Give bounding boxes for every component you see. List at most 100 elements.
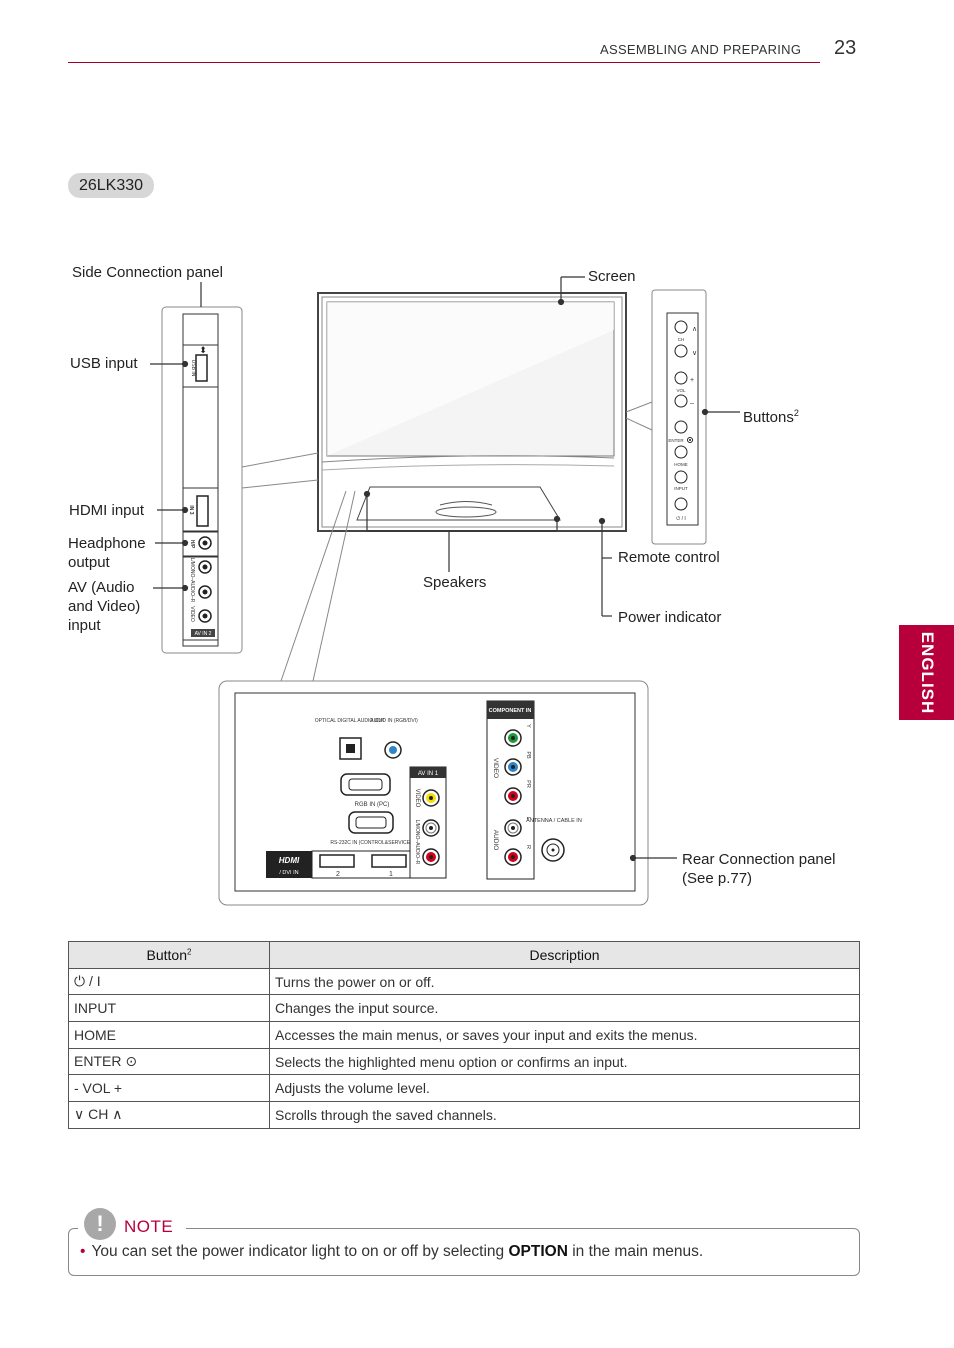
ch-text: CH [678, 337, 685, 342]
label-buttons-text: Buttons [743, 409, 794, 426]
col-header-button: Button2 [68, 941, 270, 969]
table-row: ∨ CH ∧ Scrolls through the saved channel… [68, 1101, 860, 1129]
table-row: HOME Accesses the main menus, or saves y… [68, 1021, 860, 1049]
side-connection-panel: USB IN ⬍ IN 3 H/P L/MONO–AUDIO–R VIDEO A… [161, 306, 243, 654]
label-buttons: Buttons2 [743, 404, 799, 427]
label-av-line2: and Video) [68, 598, 141, 615]
label-rear-line1: Rear Connection panel [682, 851, 836, 868]
table-cell-button: ⏻ / I [68, 967, 270, 996]
label-headphone-line2: output [68, 554, 110, 571]
buttons-panel: ∧ CH ∨ + VOL – ENTER HOME INPUT ⏻ / I [651, 289, 707, 545]
table-row: ⏻ / I Turns the power on or off. [68, 967, 860, 996]
svg-text:∨: ∨ [692, 350, 697, 357]
dvi-in-text: / DVI IN [279, 870, 298, 876]
pr-text: PR [525, 780, 531, 788]
tv-diagram: USB IN ⬍ IN 3 H/P L/MONO–AUDIO–R VIDEO A… [150, 276, 740, 906]
antenna-text: ANTENNA / CABLE IN [526, 818, 582, 824]
label-usb-input: USB input [70, 355, 138, 372]
label-rear-line2: (See p.77) [682, 870, 753, 887]
av-in2-text: AV IN 2 [195, 631, 212, 637]
audio-in-rgb-text: AUDIO IN (RGB/DVI) [370, 718, 418, 724]
hdmi-logo: HDMI [279, 856, 300, 865]
r-text: R [525, 845, 531, 849]
table-row: - VOL + Adjusts the volume level. [68, 1074, 860, 1103]
warning-icon: ! [84, 1208, 116, 1240]
side-audio-text: L/MONO–AUDIO–R [189, 558, 195, 603]
label-screen: Screen [588, 268, 636, 285]
col-header-button-text: Button [146, 946, 188, 963]
usb-in-text: USB IN [190, 360, 196, 377]
note-box [68, 1228, 860, 1276]
tv-illustration [317, 292, 627, 532]
note-title: NOTE [124, 1217, 174, 1236]
y-text: Y [525, 724, 531, 728]
page-number: 23 [834, 37, 857, 59]
label-av-line1: AV (Audio [68, 579, 135, 596]
note-text-after: in the main menus. [567, 1243, 704, 1260]
label-speakers: Speakers [423, 574, 487, 591]
button-table: Button2 Description ⏻ / I Turns the powe… [68, 941, 860, 1129]
note-text-before: You can set the power indicator light to… [91, 1243, 509, 1260]
note-text: • You can set the power indicator light t… [80, 1243, 703, 1261]
col-header-button-sup: 2 [187, 947, 192, 957]
hp-text: H/P [189, 540, 195, 549]
enter-text: ENTER [668, 438, 684, 443]
side-video-text: VIDEO [189, 606, 195, 622]
table-header-row: Button2 Description [68, 941, 860, 969]
label-buttons-sup: 2 [793, 408, 799, 418]
optical-text: OPTICAL DIGITAL AUDIO OUT [315, 718, 385, 724]
header-rule [68, 62, 820, 63]
vol-text: VOL [676, 388, 686, 393]
av-in1-text: AV IN 1 [418, 771, 439, 777]
label-av-input: AV (Audio and Video) input [68, 578, 140, 635]
home-text: HOME [674, 462, 688, 467]
table-row: ENTER ⊙ Selects the highlighted menu opt… [68, 1047, 860, 1076]
vol-minus-text: – [690, 400, 694, 407]
label-av-line3: input [68, 617, 101, 634]
component-video-text: VIDEO [492, 758, 499, 778]
model-badge: 26LK330 [68, 173, 154, 198]
svg-text:⬍: ⬍ [199, 345, 207, 355]
note-bullet: • [80, 1243, 86, 1260]
rs232c-text: RS-232C IN (CONTROL&SERVICE) [330, 840, 412, 846]
hdmi-port2-text: 2 [336, 871, 340, 878]
table-cell-button: ENTER ⊙ [68, 1047, 270, 1076]
note-text-option: OPTION [508, 1243, 568, 1260]
table-cell-button: INPUT [68, 994, 270, 1023]
table-cell-description: Changes the input source. [269, 994, 860, 1023]
svg-text:∧: ∧ [692, 326, 697, 333]
table-row: INPUT Changes the input source. [68, 994, 860, 1023]
rear-connection-panel: OPTICAL DIGITAL AUDIO OUT AUDIO IN (RGB/… [218, 680, 649, 906]
section-title: ASSEMBLING AND PREPARING [600, 42, 802, 57]
language-tab: ENGLISH [899, 625, 954, 720]
label-headphone-line1: Headphone [68, 535, 146, 552]
av-video-text: VIDEO [414, 789, 420, 808]
label-hdmi-input: HDMI input [69, 502, 145, 519]
power-text: ⏻ / I [676, 516, 686, 522]
l-text: L [525, 816, 531, 819]
pb-text: PB [525, 751, 531, 759]
rgb-in-text: RGB IN (PC) [355, 802, 390, 808]
table-cell-description: Selects the highlighted menu option or c… [269, 1047, 860, 1076]
component-in-text: COMPONENT IN [489, 708, 532, 714]
component-audio-text: AUDIO [492, 830, 499, 851]
vol-plus-text: + [690, 377, 694, 384]
label-remote-control: Remote control [618, 549, 720, 566]
table-cell-button: ∨ CH ∧ [68, 1101, 270, 1129]
label-power-indicator: Power indicator [618, 609, 722, 626]
table-cell-button: HOME [68, 1021, 270, 1049]
hdmi-port1-text: 1 [389, 871, 393, 878]
av-audio-text: L/MONO–AUDIO–R [414, 820, 420, 865]
table-cell-description: Accesses the main menus, or saves your i… [269, 1021, 860, 1049]
table-cell-button: - VOL + [68, 1074, 270, 1103]
hdmi-in3-text: IN 3 [188, 505, 194, 514]
input-text: INPUT [674, 486, 688, 491]
label-rear-connection-panel: Rear Connection panel (See p.77) [682, 850, 835, 888]
label-headphone: Headphone output [68, 534, 146, 572]
col-header-description: Description [269, 941, 860, 969]
label-side-connection-panel: Side Connection panel [72, 264, 223, 281]
leader-lines [150, 276, 740, 862]
table-cell-description: Adjusts the volume level. [269, 1074, 860, 1103]
table-cell-description: Turns the power on or off. [269, 967, 860, 996]
table-cell-description: Scrolls through the saved channels. [269, 1101, 860, 1129]
